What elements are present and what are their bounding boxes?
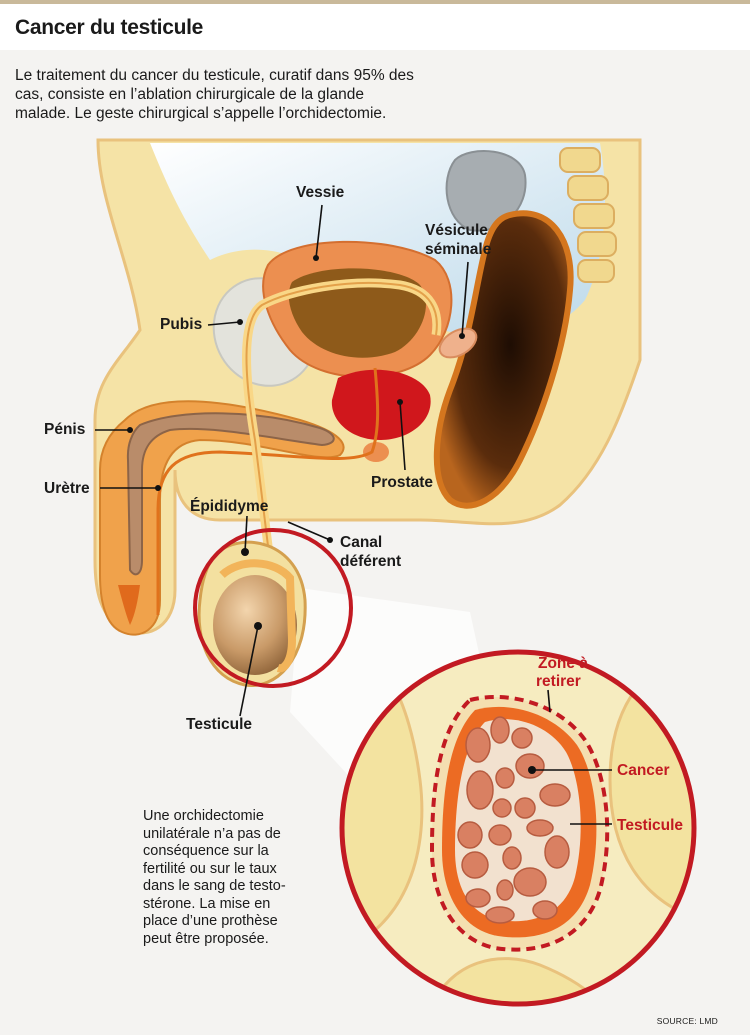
label-zone-1: Zone à <box>538 655 588 672</box>
label-testicule-zoom: Testicule <box>617 817 684 834</box>
label-vesicule-1: Vésicule <box>425 222 488 239</box>
page-title: Cancer du testicule <box>15 16 204 39</box>
label-canal-1: Canal <box>340 534 383 551</box>
spine <box>559 147 617 283</box>
label-epididyme: Épididyme <box>190 498 269 515</box>
zoom-circle-ring <box>339 649 697 1007</box>
label-zone-2: retirer <box>536 673 581 690</box>
label-canal-2: déférent <box>340 553 402 570</box>
highlight-circle <box>193 528 353 688</box>
leader-lines <box>95 204 612 825</box>
top-rule <box>0 0 750 4</box>
prostate-lower <box>363 442 389 462</box>
label-uretre: Urètre <box>44 480 90 497</box>
label-penis: Pénis <box>44 421 86 438</box>
zoom-contents <box>342 652 694 1004</box>
label-vessie: Vessie <box>296 184 345 201</box>
glans <box>118 585 140 625</box>
seminal-vesicle <box>438 327 478 359</box>
vas-deferens-outline <box>245 282 438 661</box>
label-vesicule-2: séminale <box>425 241 492 258</box>
label-testicule: Testicule <box>186 716 253 733</box>
corpus-cavernosum <box>126 412 335 576</box>
intro-text: Le traitement du cancer du testicule, cu… <box>15 67 414 122</box>
source-credit: SOURCE: LMD <box>656 1016 718 1026</box>
header-bar: Cancer du testicule <box>0 4 750 50</box>
penis <box>99 400 345 636</box>
label-prostate: Prostate <box>371 474 434 491</box>
label-pubis: Pubis <box>160 316 203 333</box>
seminiferous-tubules <box>457 716 571 924</box>
epididymis <box>219 559 297 673</box>
label-cancer: Cancer <box>617 762 670 779</box>
leader-dots <box>127 255 465 543</box>
prostate-gland <box>331 369 431 440</box>
urethra <box>156 367 380 615</box>
note-text: Une orchidectomie unilatérale n’a pas de… <box>143 808 286 947</box>
rectum <box>433 210 574 509</box>
